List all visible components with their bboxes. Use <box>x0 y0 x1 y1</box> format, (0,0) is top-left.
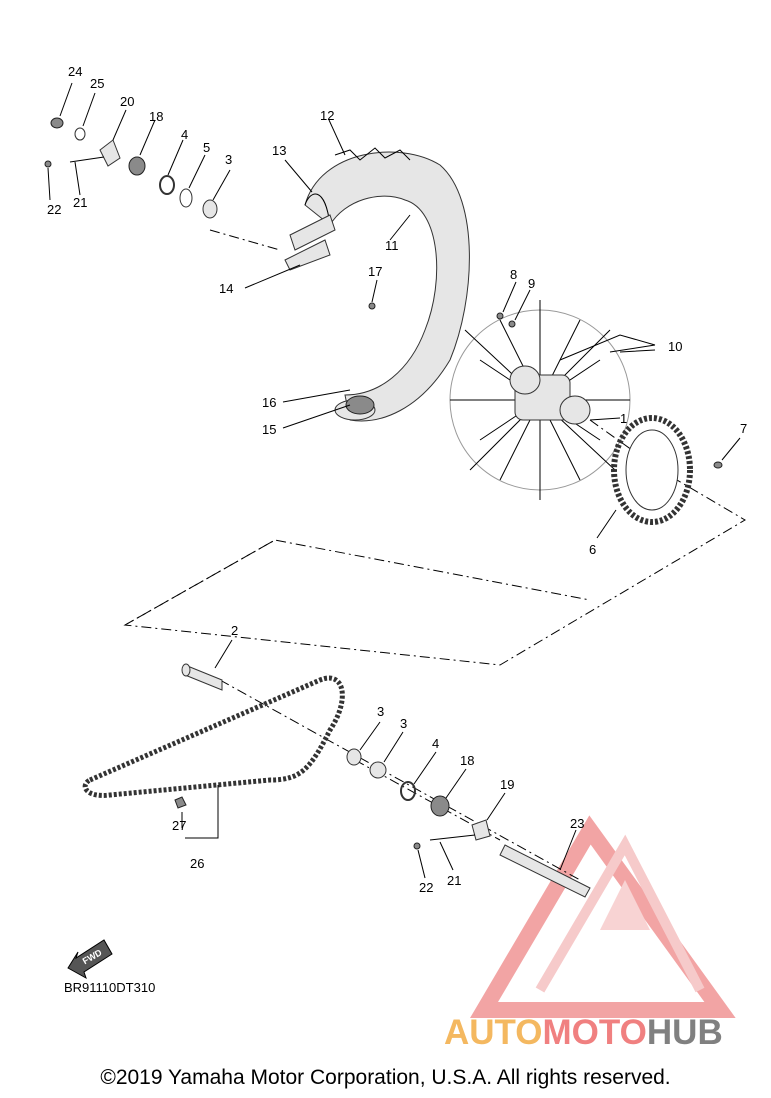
part-label-21a: 21 <box>73 195 87 210</box>
part-label-22a: 22 <box>47 202 61 217</box>
watermark-moto: MOTO <box>542 1013 647 1052</box>
copyright-notice: ©2019 Yamaha Motor Corporation, U.S.A. A… <box>100 1066 671 1089</box>
collar-icon <box>181 663 223 691</box>
tube-icon <box>284 214 375 415</box>
leader-lines <box>47 82 741 879</box>
part-label-1: 1 <box>620 411 627 426</box>
part-label-13: 13 <box>272 143 286 158</box>
part-label-6: 6 <box>589 542 596 557</box>
tire-icon <box>304 147 470 422</box>
part-label-8: 8 <box>510 267 517 282</box>
watermark-hub: HUB <box>646 1013 723 1052</box>
wheel-hub-icon <box>449 300 631 500</box>
sprocket-icon <box>611 415 723 525</box>
part-label-21b: 21 <box>447 873 461 888</box>
part-label-3b: 3 <box>377 704 384 719</box>
watermark-wordmark: AUTOMOTOHUB <box>444 1013 723 1053</box>
part-label-9: 9 <box>528 276 535 291</box>
part-label-4b: 4 <box>432 736 439 751</box>
watermark-logo-icon <box>470 815 736 1018</box>
part-label-3c: 3 <box>400 716 407 731</box>
part-labels: 24 25 20 18 4 5 3 21 22 12 13 11 14 17 1… <box>47 64 747 895</box>
part-label-20: 20 <box>120 94 134 109</box>
part-label-25: 25 <box>90 76 104 91</box>
part-label-7: 7 <box>740 421 747 436</box>
part-label-11: 11 <box>385 238 399 253</box>
part-label-18b: 18 <box>460 753 474 768</box>
part-label-2: 2 <box>231 623 238 638</box>
part-label-22b: 22 <box>419 880 433 895</box>
part-label-17: 17 <box>368 264 382 279</box>
part-label-3a: 3 <box>225 152 232 167</box>
part-label-12: 12 <box>320 108 334 123</box>
part-label-19: 19 <box>500 777 514 792</box>
upper-small-parts <box>44 117 376 310</box>
part-label-27: 27 <box>172 818 186 833</box>
lower-small-parts <box>346 748 591 898</box>
part-label-14: 14 <box>219 281 233 296</box>
fwd-arrow-icon: FWD <box>67 939 113 980</box>
part-label-10: 10 <box>668 339 682 354</box>
part-label-16: 16 <box>262 395 276 410</box>
part-label-15: 15 <box>262 422 276 437</box>
part-label-4a: 4 <box>181 127 188 142</box>
part-label-23: 23 <box>570 816 584 831</box>
diagram-code: BR91110DT310 <box>64 980 156 995</box>
part-label-26: 26 <box>190 856 204 871</box>
part-label-18a: 18 <box>149 109 163 124</box>
watermark-auto: AUTO <box>444 1013 543 1052</box>
part-label-5: 5 <box>203 140 210 155</box>
part-label-24: 24 <box>68 64 82 79</box>
chain-icon <box>82 675 345 809</box>
